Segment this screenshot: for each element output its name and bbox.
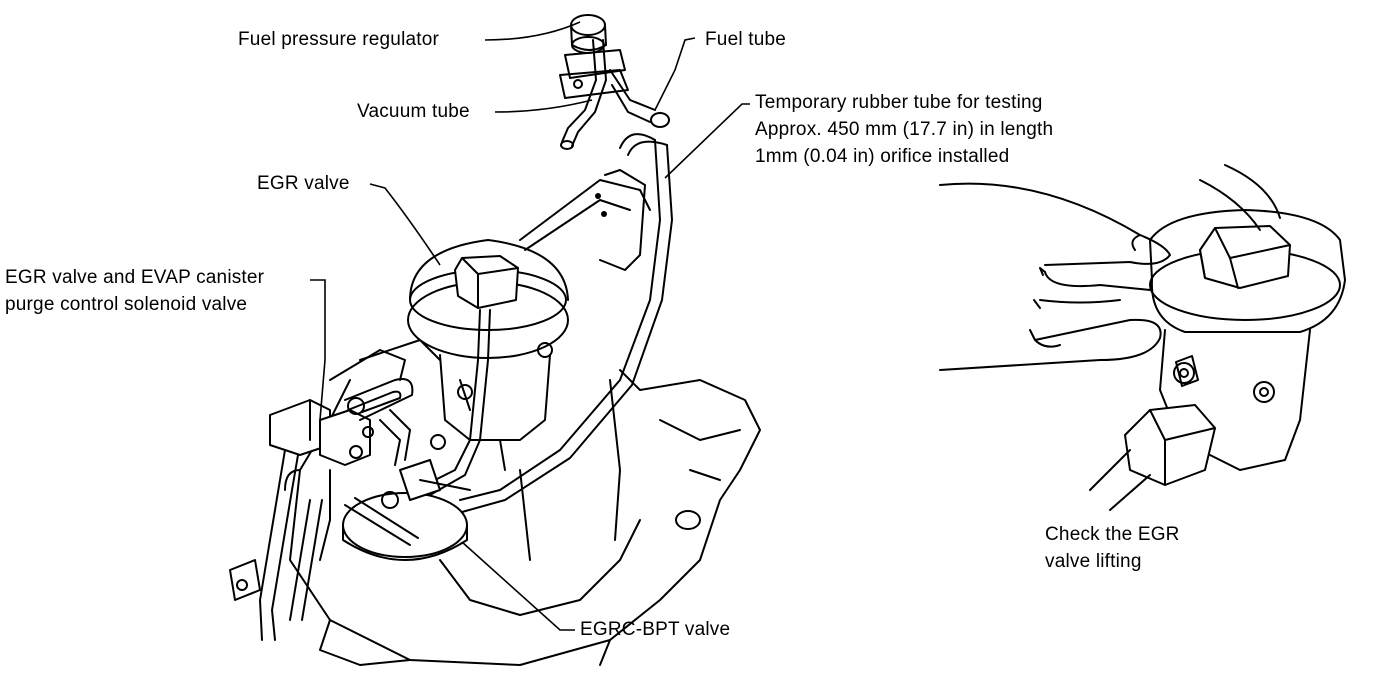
leader-egr-valve bbox=[369, 183, 441, 266]
leader-lines bbox=[310, 21, 750, 631]
label-temporary-tube-1: Temporary rubber tube for testing bbox=[755, 92, 1043, 113]
inset-egr-valve bbox=[1089, 164, 1346, 511]
label-fuel-pressure-regulator: Fuel pressure regulator bbox=[238, 29, 440, 50]
wiring-hoses bbox=[229, 449, 331, 641]
solenoid-valve-body bbox=[269, 378, 414, 466]
label-solenoid-valve-1: EGR valve and EVAP canister bbox=[5, 267, 265, 288]
label-vacuum-tube: Vacuum tube bbox=[357, 101, 470, 122]
label-solenoid-valve-2: purge control solenoid valve bbox=[5, 294, 248, 315]
bracket bbox=[519, 169, 651, 271]
leader-temporary-tube bbox=[664, 103, 750, 179]
egr-valve-body bbox=[407, 239, 569, 471]
leader-solenoid-valve bbox=[310, 279, 326, 421]
label-temporary-tube-2: Approx. 450 mm (17.7 in) in length bbox=[755, 119, 1054, 140]
label-fuel-tube: Fuel tube bbox=[705, 29, 787, 50]
label-egr-valve: EGR valve bbox=[257, 173, 350, 194]
label-temporary-tube-3: 1mm (0.04 in) orifice installed bbox=[755, 146, 1010, 167]
inset-hand bbox=[939, 182, 1171, 371]
label-egrc-bpt-valve: EGRC-BPT valve bbox=[580, 619, 731, 640]
fuel-pressure-regulator-body bbox=[559, 14, 670, 150]
leader-egrc-bpt-valve bbox=[461, 541, 575, 631]
caption-check-1: Check the EGR bbox=[1045, 524, 1180, 545]
intake-manifold bbox=[289, 339, 761, 666]
leader-fuel-pressure-regulator bbox=[484, 21, 581, 41]
egrc-bpt-valve-body bbox=[342, 434, 471, 561]
leader-fuel-tube bbox=[654, 37, 696, 111]
leader-vacuum-tube bbox=[494, 99, 593, 113]
temporary-rubber-tube bbox=[424, 133, 673, 513]
caption-check-2: valve lifting bbox=[1045, 551, 1142, 572]
